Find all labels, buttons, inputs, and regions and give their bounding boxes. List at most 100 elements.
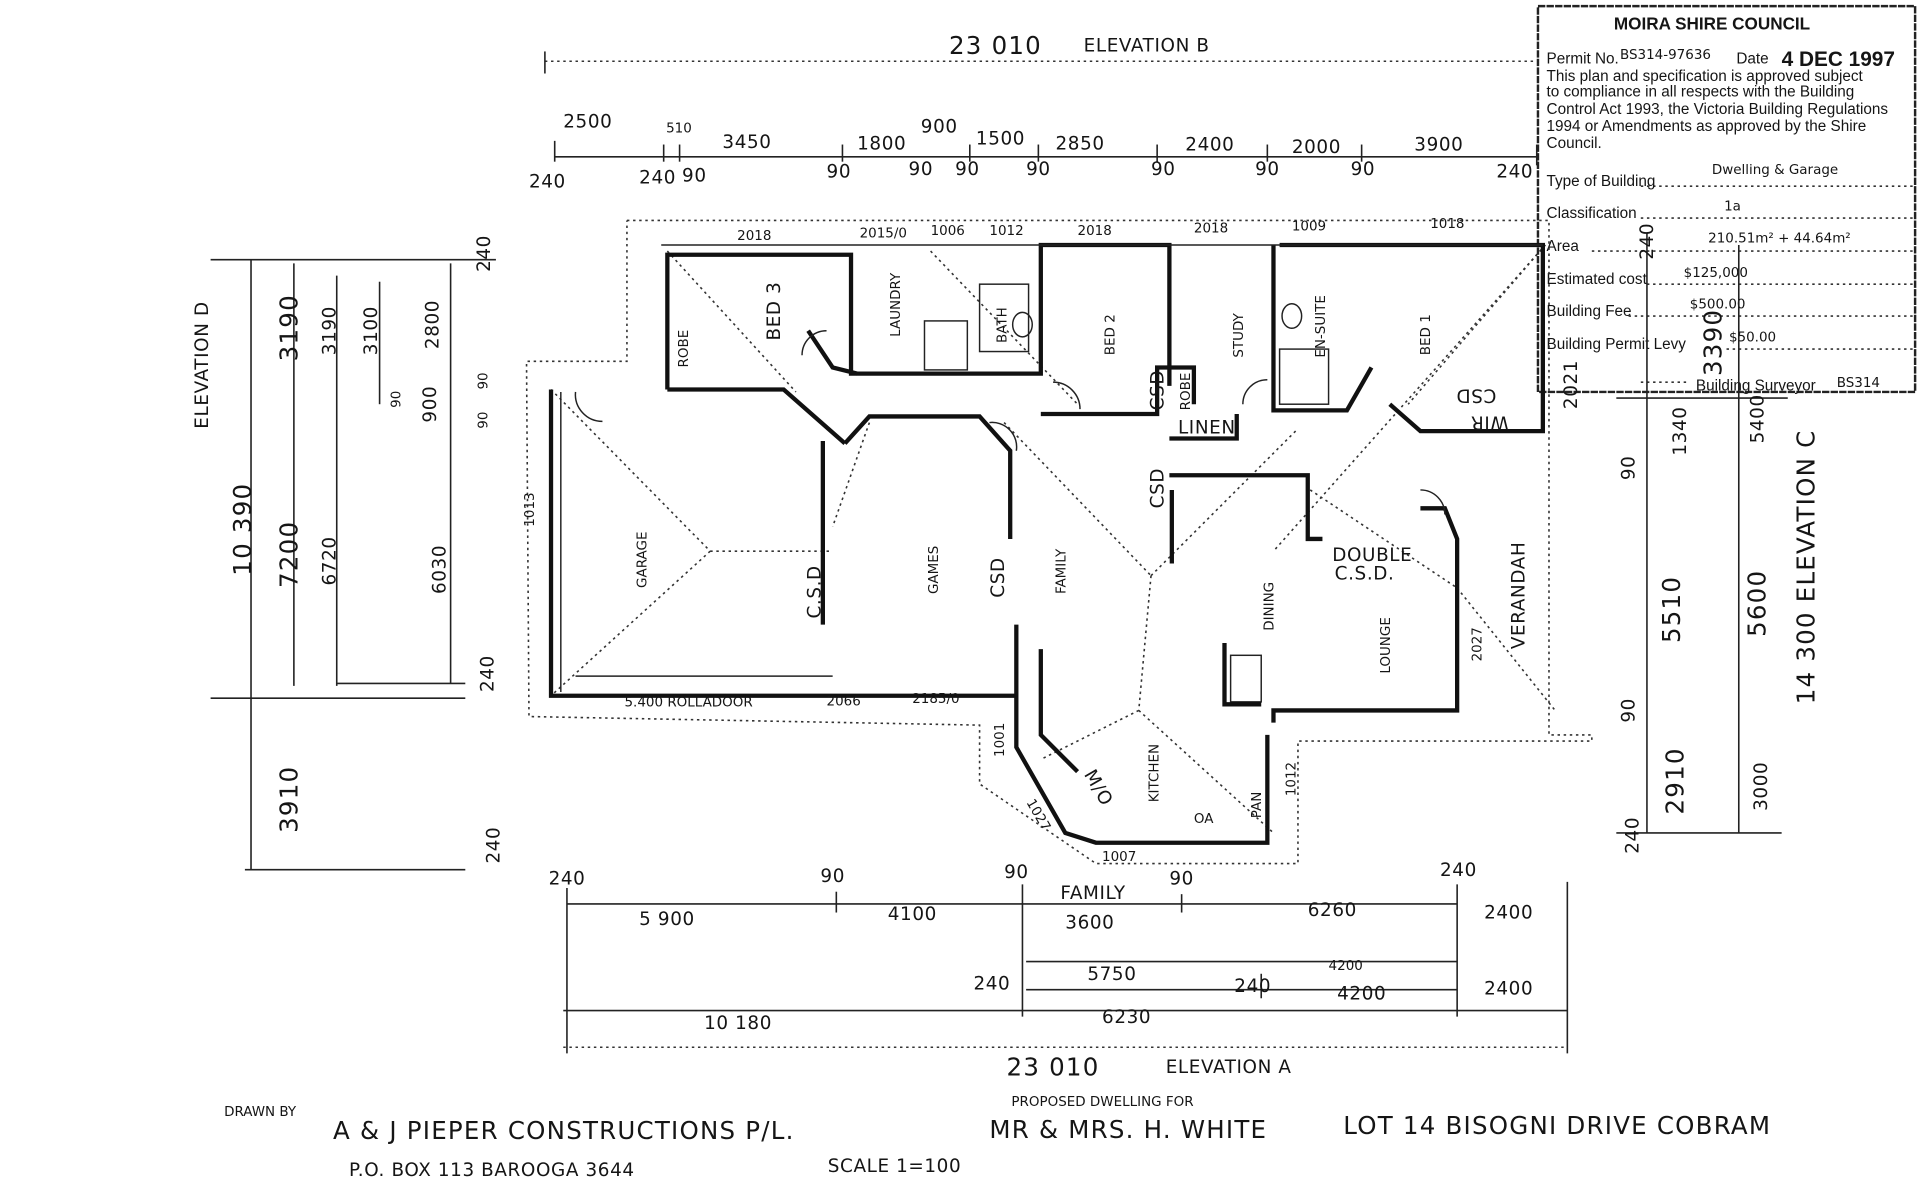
- room-labels: BED 3 ROBE LAUNDRY BATH BED 2 STUDY EN-S…: [635, 272, 1530, 827]
- stamp-text: This plan and specification is approved …: [1547, 68, 1864, 85]
- dim-label: 10 180: [704, 1013, 772, 1034]
- dim-label: 240: [549, 868, 586, 889]
- dim-label: 1500: [976, 129, 1025, 150]
- stamp-text: 1994 or Amendments as approved by the Sh…: [1547, 118, 1867, 135]
- dim-label: 2400: [1484, 979, 1533, 1000]
- elevation-a-total: 23 010: [1007, 1052, 1100, 1081]
- dim-label: 240: [1440, 860, 1477, 881]
- dim-label: 5750: [1087, 964, 1136, 985]
- proposed-label: PROPOSED DWELLING FOR: [1011, 1094, 1193, 1110]
- room-pan: PAN: [1249, 792, 1265, 819]
- dim-label: 1340: [1670, 406, 1691, 455]
- dim-label: 4200: [1329, 958, 1363, 974]
- dim-label: 3910: [275, 766, 304, 833]
- room-csd: CSD: [1456, 385, 1496, 406]
- approval-date: 4 DEC 1997: [1782, 48, 1895, 71]
- dim-label: 5600: [1743, 570, 1772, 637]
- building-fee-value: $500.00: [1690, 297, 1746, 313]
- dim-label: 90: [1255, 159, 1280, 180]
- elevation-b-dimensions: 23 010 ELEVATION B 2500 510 3450 1800 90…: [529, 31, 1538, 192]
- dim-label: 5 900: [639, 909, 695, 930]
- classification-label: Classification: [1547, 205, 1637, 222]
- area-value: 210.51m² + 44.64m²: [1708, 231, 1851, 247]
- lot-address: LOT 14 BISOGNI DRIVE COBRAM: [1343, 1111, 1771, 1140]
- elevation-a-label: ELEVATION A: [1166, 1057, 1292, 1078]
- room-games: GAMES: [926, 546, 942, 594]
- building-surveyor-label: Building Surveyor: [1696, 378, 1816, 395]
- dim-label: 10 390: [228, 483, 257, 576]
- dim-label: 240: [1622, 817, 1643, 854]
- company-name: A & J PIEPER CONSTRUCTIONS P/L.: [333, 1116, 795, 1145]
- dim-label: 510: [666, 120, 692, 136]
- client-name: MR & MRS. H. WHITE: [989, 1115, 1267, 1144]
- room-study: STUDY: [1231, 312, 1247, 357]
- dim-label: 90: [1026, 159, 1051, 180]
- dim-label: 3000: [1751, 762, 1772, 811]
- walls: [548, 242, 1545, 845]
- dim-label: 6260: [1308, 900, 1357, 921]
- dim-label: 4200: [1337, 983, 1386, 1004]
- drawing-scale: SCALE 1=100: [828, 1156, 962, 1177]
- permit-label: Permit No.: [1547, 51, 1619, 68]
- window-label: 1018: [1430, 216, 1464, 232]
- room-laundry: LAUNDRY: [888, 272, 904, 337]
- dim-label: 90: [475, 412, 491, 429]
- dim-label: 240: [973, 974, 1010, 995]
- dim-label: 2000: [1292, 137, 1341, 158]
- title-block: DRAWN BY A & J PIEPER CONSTRUCTIONS P/L.…: [224, 1094, 1771, 1181]
- dim-label: 6230: [1102, 1007, 1151, 1028]
- dim-label: 90: [682, 165, 707, 186]
- dim-label: 3190: [275, 294, 304, 361]
- dim-label: 240: [1496, 162, 1533, 183]
- dim-label: 3100: [361, 306, 382, 355]
- drawn-by-label: DRAWN BY: [224, 1104, 297, 1120]
- room-verandah: VERANDAH: [1508, 542, 1529, 650]
- room-wir: WIR: [1470, 411, 1508, 432]
- dim-label: 1800: [857, 133, 906, 154]
- dim-label: 240: [474, 235, 495, 272]
- dim-label: 240: [1637, 223, 1658, 260]
- room-bath: BATH: [995, 307, 1011, 343]
- dim-label: 90: [1004, 862, 1029, 883]
- permit-levy-label: Building Permit Levy: [1547, 336, 1687, 353]
- room-robe: ROBE: [1178, 373, 1194, 411]
- room-kitchen: KITCHEN: [1146, 744, 1162, 802]
- dim-label: 3390: [1699, 309, 1728, 376]
- room-bed-1: BED 1: [1418, 314, 1434, 355]
- dim-label: 2910: [1661, 747, 1690, 814]
- window-label: 1001: [992, 723, 1008, 757]
- elevation-d-label: ELEVATION D: [192, 301, 213, 428]
- window-label: 5.400 ROLLADOOR: [624, 695, 752, 711]
- dim-label: 900: [921, 116, 958, 137]
- dim-label: 2021: [1561, 360, 1582, 409]
- window-label: 2027: [1470, 627, 1486, 661]
- dim-label: 6030: [430, 545, 451, 594]
- elevation-b-label: ELEVATION B: [1084, 35, 1210, 56]
- dim-label: 3600: [1065, 912, 1114, 933]
- building-surveyor-value: BS314: [1837, 375, 1880, 391]
- permit-number: BS314-97636: [1620, 47, 1711, 63]
- window-label: 2066: [827, 694, 861, 710]
- room-bed-2: BED 2: [1102, 314, 1118, 355]
- dim-label: 90: [1619, 698, 1640, 723]
- stamp-text: to compliance in all respects with the B…: [1547, 84, 1855, 101]
- stamp-text: Council.: [1547, 135, 1602, 152]
- room-csd: CSD: [1147, 468, 1168, 508]
- room-double-csd: DOUBLE: [1332, 545, 1412, 566]
- dim-label: 6720: [320, 536, 341, 585]
- dim-label: 90: [955, 159, 980, 180]
- window-label: 2015/0: [860, 226, 907, 242]
- dim-label: 3190: [320, 306, 341, 355]
- dim-label: 90: [475, 372, 491, 389]
- room-csd: C.S.D: [804, 565, 825, 618]
- council-approval-stamp: MOIRA SHIRE COUNCIL Permit No. BS314-976…: [1536, 4, 1917, 395]
- dim-label: 90: [1619, 456, 1640, 481]
- window-label: 1009: [1292, 218, 1326, 234]
- room-csd: CSD: [988, 557, 1009, 597]
- dim-label: 5400: [1747, 394, 1768, 443]
- dim-label: 3900: [1414, 135, 1463, 156]
- dim-label: 90: [1169, 868, 1194, 889]
- dim-label: 240: [529, 171, 566, 192]
- dim-label: 2500: [563, 111, 612, 132]
